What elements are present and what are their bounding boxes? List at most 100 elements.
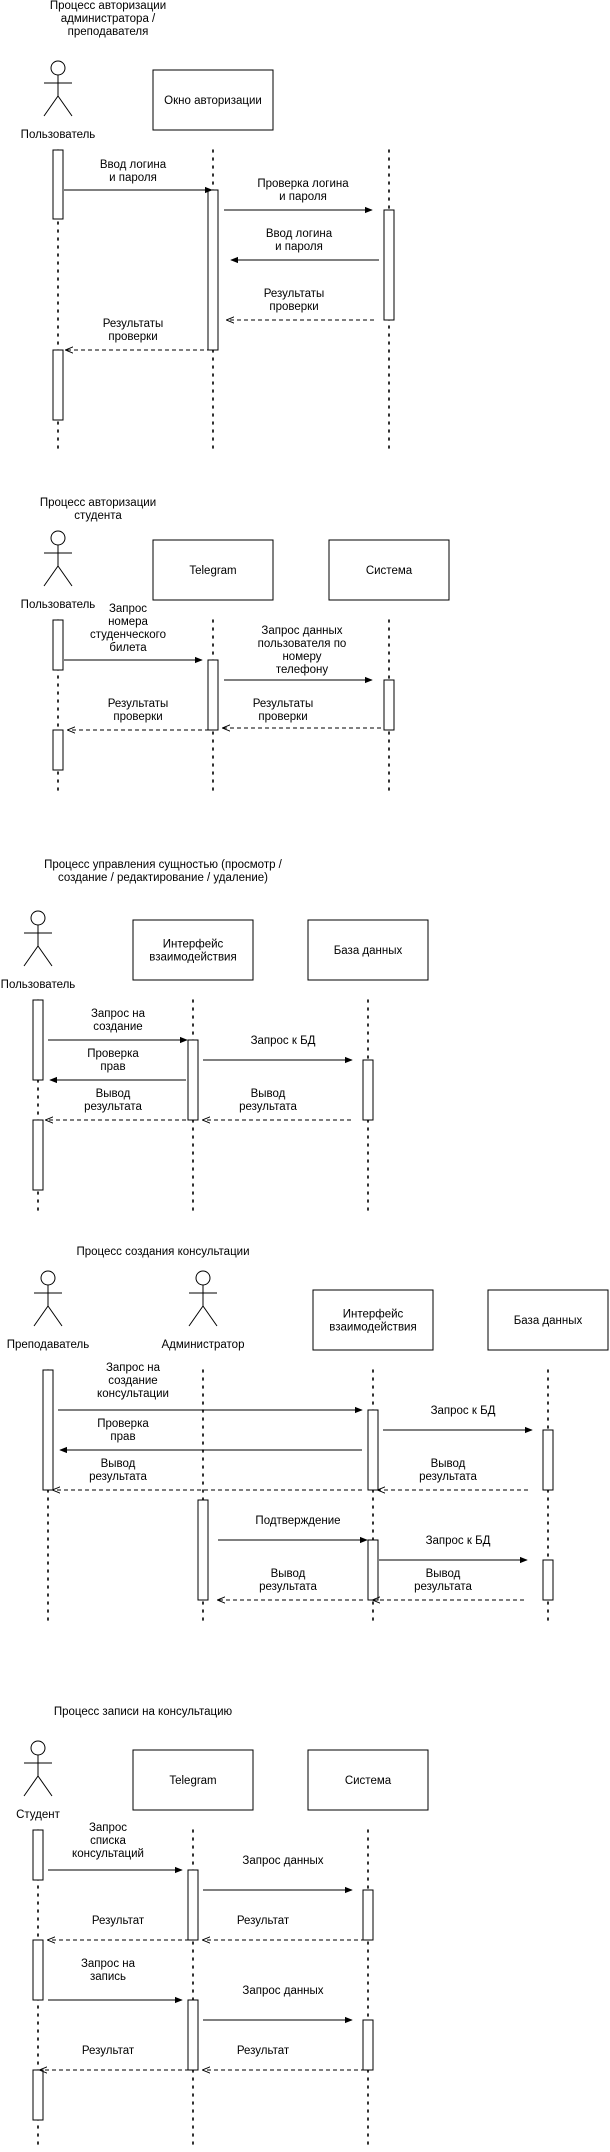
- actor-leg-right: [57, 565, 73, 587]
- activation-bar: [367, 1409, 379, 1491]
- diagram1-participant-login-window: Окно авторизации: [152, 69, 274, 131]
- activation-bar: [42, 1369, 54, 1491]
- participant-box: [152, 69, 274, 131]
- diagram3-actor-user: Пользователь: [1, 910, 76, 991]
- activation-bar: [362, 2019, 374, 2071]
- diagram4-msg6-label: Подтверждение: [255, 1515, 340, 1527]
- activation-bar: [52, 149, 64, 220]
- activation-bar: [32, 2069, 44, 2121]
- diagram5-msg7-label: Результат: [237, 2045, 290, 2057]
- actor-leg-right: [37, 945, 53, 967]
- activation-bar: [187, 1869, 199, 1941]
- actor-leg-left: [43, 95, 59, 117]
- actor-head: [50, 530, 66, 546]
- actor-leg-left: [23, 945, 39, 967]
- diagram4-participant-database: База данных: [487, 1289, 609, 1351]
- diagram5-participant-telegram: Telegram: [132, 1749, 254, 1811]
- actor-head: [30, 1740, 46, 1756]
- participant-box: [328, 539, 450, 601]
- activation-bar: [367, 1539, 379, 1601]
- actor-head: [195, 1270, 211, 1286]
- participant-label: Система: [345, 1775, 392, 1787]
- actor-head: [50, 60, 66, 76]
- participant-label: База данных: [334, 945, 403, 957]
- actor-leg-right: [37, 1775, 53, 1797]
- actor-head: [40, 1270, 56, 1286]
- actor-leg-left: [23, 1775, 39, 1797]
- diagram5-participant-system: Система: [307, 1749, 429, 1811]
- participant-box: [152, 539, 274, 601]
- actor-leg-left: [33, 1305, 49, 1327]
- actor-label: Пользователь: [21, 599, 96, 611]
- diagram2-participant-system: Система: [328, 539, 450, 601]
- diagram4-actor-teacher: Преподаватель: [7, 1270, 90, 1351]
- activation-bar: [32, 999, 44, 1081]
- activation-bar: [362, 1059, 374, 1121]
- participant-label: Окно авторизации: [164, 95, 262, 107]
- actor-label: Пользователь: [1, 979, 76, 991]
- activation-bar: [197, 1499, 209, 1601]
- activation-bar: [32, 1939, 44, 2001]
- diagram3-participant-database: База данных: [307, 919, 429, 981]
- participant-label: Telegram: [169, 1775, 216, 1787]
- activation-bar: [207, 659, 219, 731]
- diagram5-msg3-label: Результат: [237, 1915, 290, 1927]
- activation-bar: [187, 1039, 199, 1121]
- participant-label: Telegram: [189, 565, 236, 577]
- actor-head: [30, 910, 46, 926]
- activation-bar: [52, 729, 64, 771]
- participant-label: База данных: [514, 1315, 583, 1327]
- diagram5-msg2-label: Запрос данных: [242, 1855, 323, 1867]
- actor-label: Администратор: [162, 1339, 245, 1351]
- diagram5-msg6-label: Запрос данных: [242, 1985, 323, 1997]
- participant-box: [132, 919, 254, 981]
- participant-box: [307, 919, 429, 981]
- activation-bar: [52, 349, 64, 421]
- activation-bar: [52, 619, 64, 671]
- participant-box: [487, 1289, 609, 1351]
- actor-leg-left: [188, 1305, 204, 1327]
- activation-bar: [32, 1119, 44, 1191]
- activation-bar: [187, 1999, 199, 2071]
- actor-leg-right: [47, 1305, 63, 1327]
- diagram2-participant-telegram: Telegram: [152, 539, 274, 601]
- actor-label: Преподаватель: [7, 1339, 90, 1351]
- diagram5-msg8-label: Результат: [82, 2045, 135, 2057]
- activation-bar: [362, 1889, 374, 1941]
- diagram5-msg4-label: Результат: [92, 1915, 145, 1927]
- activation-bar: [383, 679, 395, 731]
- actor-leg-left: [43, 565, 59, 587]
- diagram3-msg2-label: Запрос к БД: [251, 1035, 316, 1047]
- diagram4-msg7-label: Запрос к БД: [426, 1535, 491, 1547]
- participant-box: [307, 1749, 429, 1811]
- activation-bar: [32, 1829, 44, 1881]
- actor-label: Пользователь: [21, 129, 96, 141]
- activation-bar: [542, 1429, 554, 1491]
- activation-bar: [542, 1559, 554, 1601]
- diagram3-title: Процесс управления сущностью (просмотр /…: [44, 859, 283, 884]
- diagram1-actor-user: Пользователь: [21, 60, 96, 141]
- diagram4-title: Процесс создания консультации: [77, 1246, 250, 1258]
